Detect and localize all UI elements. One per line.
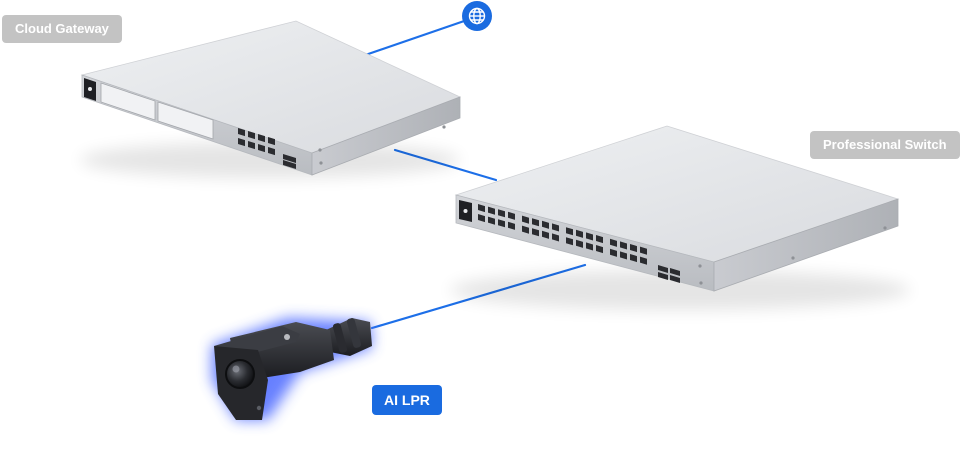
camera-mount-ring [332,323,348,353]
switch-ethernet-port [508,211,515,220]
gateway-ethernet-port [268,137,275,146]
switch-ethernet-port [586,242,593,251]
switch-ethernet-port [478,204,485,213]
switch-ethernet-port [532,228,539,237]
switch-ethernet-port [498,209,505,218]
camera-lens [225,359,255,389]
globe-icon [468,7,486,25]
gateway-ethernet-port [238,128,245,137]
professional-switch-label: Professional Switch [810,131,960,159]
switch-ethernet-port [522,215,529,224]
switch-ethernet-port [566,227,573,236]
switch-ethernet-port [630,254,637,263]
gateway-ethernet-port [248,131,255,140]
gateway-ethernet-ports [238,128,275,156]
switch-screw [698,264,702,268]
switch-ethernet-port [620,241,627,250]
gateway-sfp-port [283,154,296,163]
switch-ethernet-port [532,218,539,227]
gateway-ethernet-port [268,147,275,156]
switch-ethernet-port [542,230,549,239]
switch-power-led [463,209,468,213]
switch-ethernet-port [596,235,603,244]
switch-ethernet-port [630,244,637,253]
cloud-gateway-label: Cloud Gateway [2,15,122,43]
cloud-gateway-device [80,20,462,178]
ai-lpr-camera [212,318,372,420]
gateway-sfp-port [283,160,296,169]
switch-ethernet-port [566,237,573,246]
gateway-power-led [88,87,92,91]
gateway-drive-bay-1 [100,82,156,121]
switch-sfp-ports [658,265,680,283]
gateway-ethernet-port [248,141,255,150]
switch-ethernet-port [610,248,617,257]
gateway-ethernet-port [258,144,265,153]
switch-ethernet-port [552,223,559,232]
gateway-screw [318,148,322,152]
switch-side-panel [713,198,899,292]
gateway-screw [319,161,323,165]
switch-screw [883,226,887,230]
switch-ethernet-port [522,225,529,234]
switch-ethernet-port [508,221,515,230]
switch-ethernet-ports [478,204,647,265]
switch-ethernet-port [576,229,583,238]
switch-ethernet-port [488,216,495,225]
switch-ethernet-port [488,206,495,215]
switch-shadow [450,270,910,310]
internet-node [462,1,492,31]
gateway-ethernet-port [258,134,265,143]
switch-ethernet-port [552,233,559,242]
switch-screw [791,256,795,260]
camera-logo [284,334,290,340]
switch-ethernet-port [542,220,549,229]
camera-mount-ring [346,318,362,348]
ai-lpr-label: AI LPR [372,385,442,415]
switch-ethernet-port [576,239,583,248]
gateway-drive-bay-2 [157,101,214,140]
gateway-side-panel [311,96,461,176]
switch-screw [699,281,703,285]
gateway-screw [442,125,446,129]
switch-ethernet-port [640,246,647,255]
switch-ethernet-port [586,232,593,241]
switch-ethernet-port [478,214,485,223]
switch-ethernet-port [640,256,647,265]
switch-ethernet-port [610,238,617,247]
camera-sensor [256,405,262,411]
gateway-ethernet-port [238,138,245,147]
professional-switch-device [450,125,910,310]
camera-lens-highlight [232,365,240,373]
switch-ethernet-port [620,251,627,260]
switch-ethernet-port [596,245,603,254]
switch-ethernet-port [498,219,505,228]
